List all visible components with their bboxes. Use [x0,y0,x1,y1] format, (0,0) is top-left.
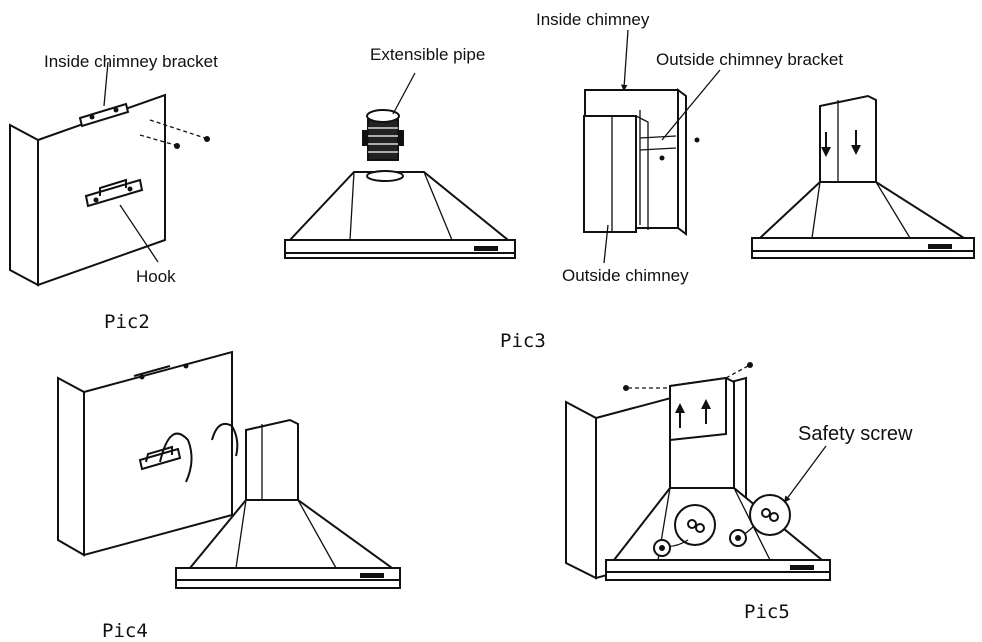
pic4-hood [175,418,401,589]
outside-chimney-leader [603,224,609,264]
pic3-hood-with-chimney [751,94,975,259]
pic2-inside-chimney-bracket [78,102,130,128]
pic3-hood-with-pipe: Extensible pipe [284,45,516,259]
pic4-caption: Pic4 [102,620,148,642]
pic4-brackets [133,363,189,471]
extensible-pipe-label: Extensible pipe [370,45,485,64]
outside-chimney-label: Outside chimney [562,266,689,285]
pic2-screws [139,119,210,149]
pic2-bracket-leader [103,61,109,107]
pic2-hook [84,178,144,208]
inside-chimney-bracket-label: Inside chimney bracket [44,52,218,71]
pic5-figure: Safety screw Pic5 [565,362,913,623]
safety-screw-details [653,494,791,557]
safety-screw-leader [784,445,827,503]
inside-chimney-leader [620,29,629,92]
pic4-hanging-arrows [159,422,239,483]
pic5-hood [605,487,831,581]
pic3-hood-body [284,170,516,259]
pic5-chimney [623,362,753,489]
safety-screw-label: Safety screw [798,423,913,445]
pic2-figure: Inside chimney bracket Hook Pic2 [9,52,218,333]
pic2-hook-leader [119,204,159,263]
outside-chimney-part [583,115,649,233]
outside-chimney-bracket-label: Outside chimney bracket [656,50,843,69]
pic3-caption: Pic3 [500,330,546,352]
pic4-figure: Pic4 [57,350,401,642]
pic4-brick-wall [57,350,233,557]
pic5-caption: Pic5 [744,601,790,623]
extensible-pipe [362,109,404,161]
pic3-chimney-parts: Inside chimney Outside chimney bracket O… [500,10,843,352]
outside-chimney-bracket [639,135,700,161]
inside-chimney-label: Inside chimney [536,10,650,29]
pipe-leader [392,72,416,115]
outside-bracket-leader [661,69,721,141]
pic2-caption: Pic2 [104,311,150,333]
hook-label: Hook [136,267,176,286]
